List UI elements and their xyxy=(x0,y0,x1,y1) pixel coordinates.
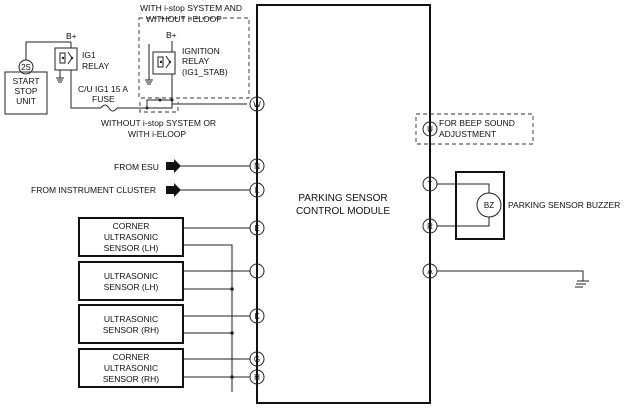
sensor-1-line1: CORNER xyxy=(113,221,150,231)
pin-e-label: E xyxy=(254,224,259,233)
arrow-right-icon xyxy=(166,159,181,173)
ig1-relay-label-line1: IG1 xyxy=(82,50,96,60)
pin-g xyxy=(249,351,265,367)
parking-sensor-control-module xyxy=(256,4,431,404)
pin-i-label: I xyxy=(256,267,258,276)
sensor-2-line2: SENSOR (LH) xyxy=(104,282,159,292)
beep-label-line2: ADJUSTMENT xyxy=(439,129,496,139)
start-stop-badge: 2S xyxy=(21,63,31,72)
sensor-4-line2: ULTRASONIC xyxy=(104,363,158,373)
sensor-3-line1: ULTRASONIC xyxy=(104,314,158,324)
sensor-1-line3: SENSOR (LH) xyxy=(104,243,159,253)
pin-u xyxy=(422,121,438,137)
pin-l xyxy=(249,182,265,198)
fuse-symbol xyxy=(100,104,118,112)
pin-w-label: W xyxy=(253,100,261,109)
start-stop-label-line2: STOP xyxy=(15,86,38,96)
sensor-4-line3: SENSOR (RH) xyxy=(103,374,159,384)
fuse-label-line1: C/U IG1 15 A xyxy=(78,84,128,94)
pin-n xyxy=(249,158,265,174)
bplus-label-1: B+ xyxy=(66,31,77,41)
sensor-2-line1: ULTRASONIC xyxy=(104,271,158,281)
start-stop-label-line1: START xyxy=(12,76,39,86)
parking-sensor-buzzer xyxy=(455,171,505,240)
ignition-relay-label-line2: RELAY xyxy=(182,56,210,66)
without-istop-region xyxy=(139,102,179,113)
pin-h xyxy=(249,369,265,385)
ignition-relay-label-line3: (IG1_STAB) xyxy=(182,67,228,77)
pin-k-label: K xyxy=(254,312,260,321)
with-istop-label-line2: WITHOUT i-ELOOP xyxy=(146,14,222,24)
buzzer-label: PARKING SENSOR BUZZER xyxy=(508,200,620,210)
pin-k xyxy=(249,308,265,324)
sensor-4-line1: CORNER xyxy=(113,352,150,362)
pin-w xyxy=(249,96,265,112)
with-istop-region xyxy=(138,17,250,99)
without-istop-label-line1: WITHOUT i-stop SYSTEM OR xyxy=(101,118,216,128)
ignition-relay xyxy=(152,51,176,75)
buzzer-badge: BZ xyxy=(484,201,494,210)
pin-r xyxy=(422,218,438,234)
sensor-3-line2: SENSOR (RH) xyxy=(103,325,159,335)
with-istop-label-line1: WITH i-stop SYSTEM AND xyxy=(140,3,242,13)
module-label-line2: CONTROL MODULE xyxy=(296,206,390,217)
start-stop-label-line3: UNIT xyxy=(16,96,36,106)
ig1-relay xyxy=(54,47,78,71)
bplus-label-2: B+ xyxy=(166,30,177,40)
pin-i xyxy=(249,263,265,279)
sensor-corner-lh: CORNER ULTRASONIC SENSOR (LH) xyxy=(78,217,184,257)
pin-t-label: T xyxy=(428,180,433,189)
pin-g-label: G xyxy=(254,355,260,364)
pin-n-label: N xyxy=(254,162,260,171)
pin-a xyxy=(422,263,438,279)
pin-l-label: L xyxy=(255,186,260,195)
without-istop-label-line2: WITH i-ELOOP xyxy=(128,129,186,139)
pin-e xyxy=(249,220,265,236)
sensor-lh: ULTRASONIC SENSOR (LH) xyxy=(78,261,184,301)
sensor-rh: ULTRASONIC SENSOR (RH) xyxy=(78,304,184,344)
pin-h-label: H xyxy=(254,373,260,382)
pin-r-label: R xyxy=(427,222,433,231)
pin-u-label: U xyxy=(427,125,433,134)
pin-a-label: A xyxy=(427,267,433,276)
beep-adjust-region xyxy=(415,113,534,145)
ground-symbol-ig1 xyxy=(56,77,64,83)
sensor-1-line2: ULTRASONIC xyxy=(104,232,158,242)
from-cluster-label: FROM INSTRUMENT CLUSTER xyxy=(31,185,156,195)
ignition-relay-label-line1: IGNITION xyxy=(182,46,220,56)
from-esu-label: FROM ESU xyxy=(114,162,159,172)
ground-symbol-a xyxy=(575,280,589,288)
ground-symbol-ign xyxy=(145,79,153,85)
beep-label-line1: FOR BEEP SOUND xyxy=(439,118,515,128)
ig1-relay-label-line2: RELAY xyxy=(82,61,110,71)
pin-t xyxy=(422,176,438,192)
sensor-corner-rh: CORNER ULTRASONIC SENSOR (RH) xyxy=(78,348,184,388)
module-label-line1: PARKING SENSOR xyxy=(298,193,387,204)
fuse-label-line2: FUSE xyxy=(92,94,115,104)
start-stop-unit: 2S START STOP UNIT xyxy=(4,59,48,115)
arrow-right-icon xyxy=(166,183,181,197)
